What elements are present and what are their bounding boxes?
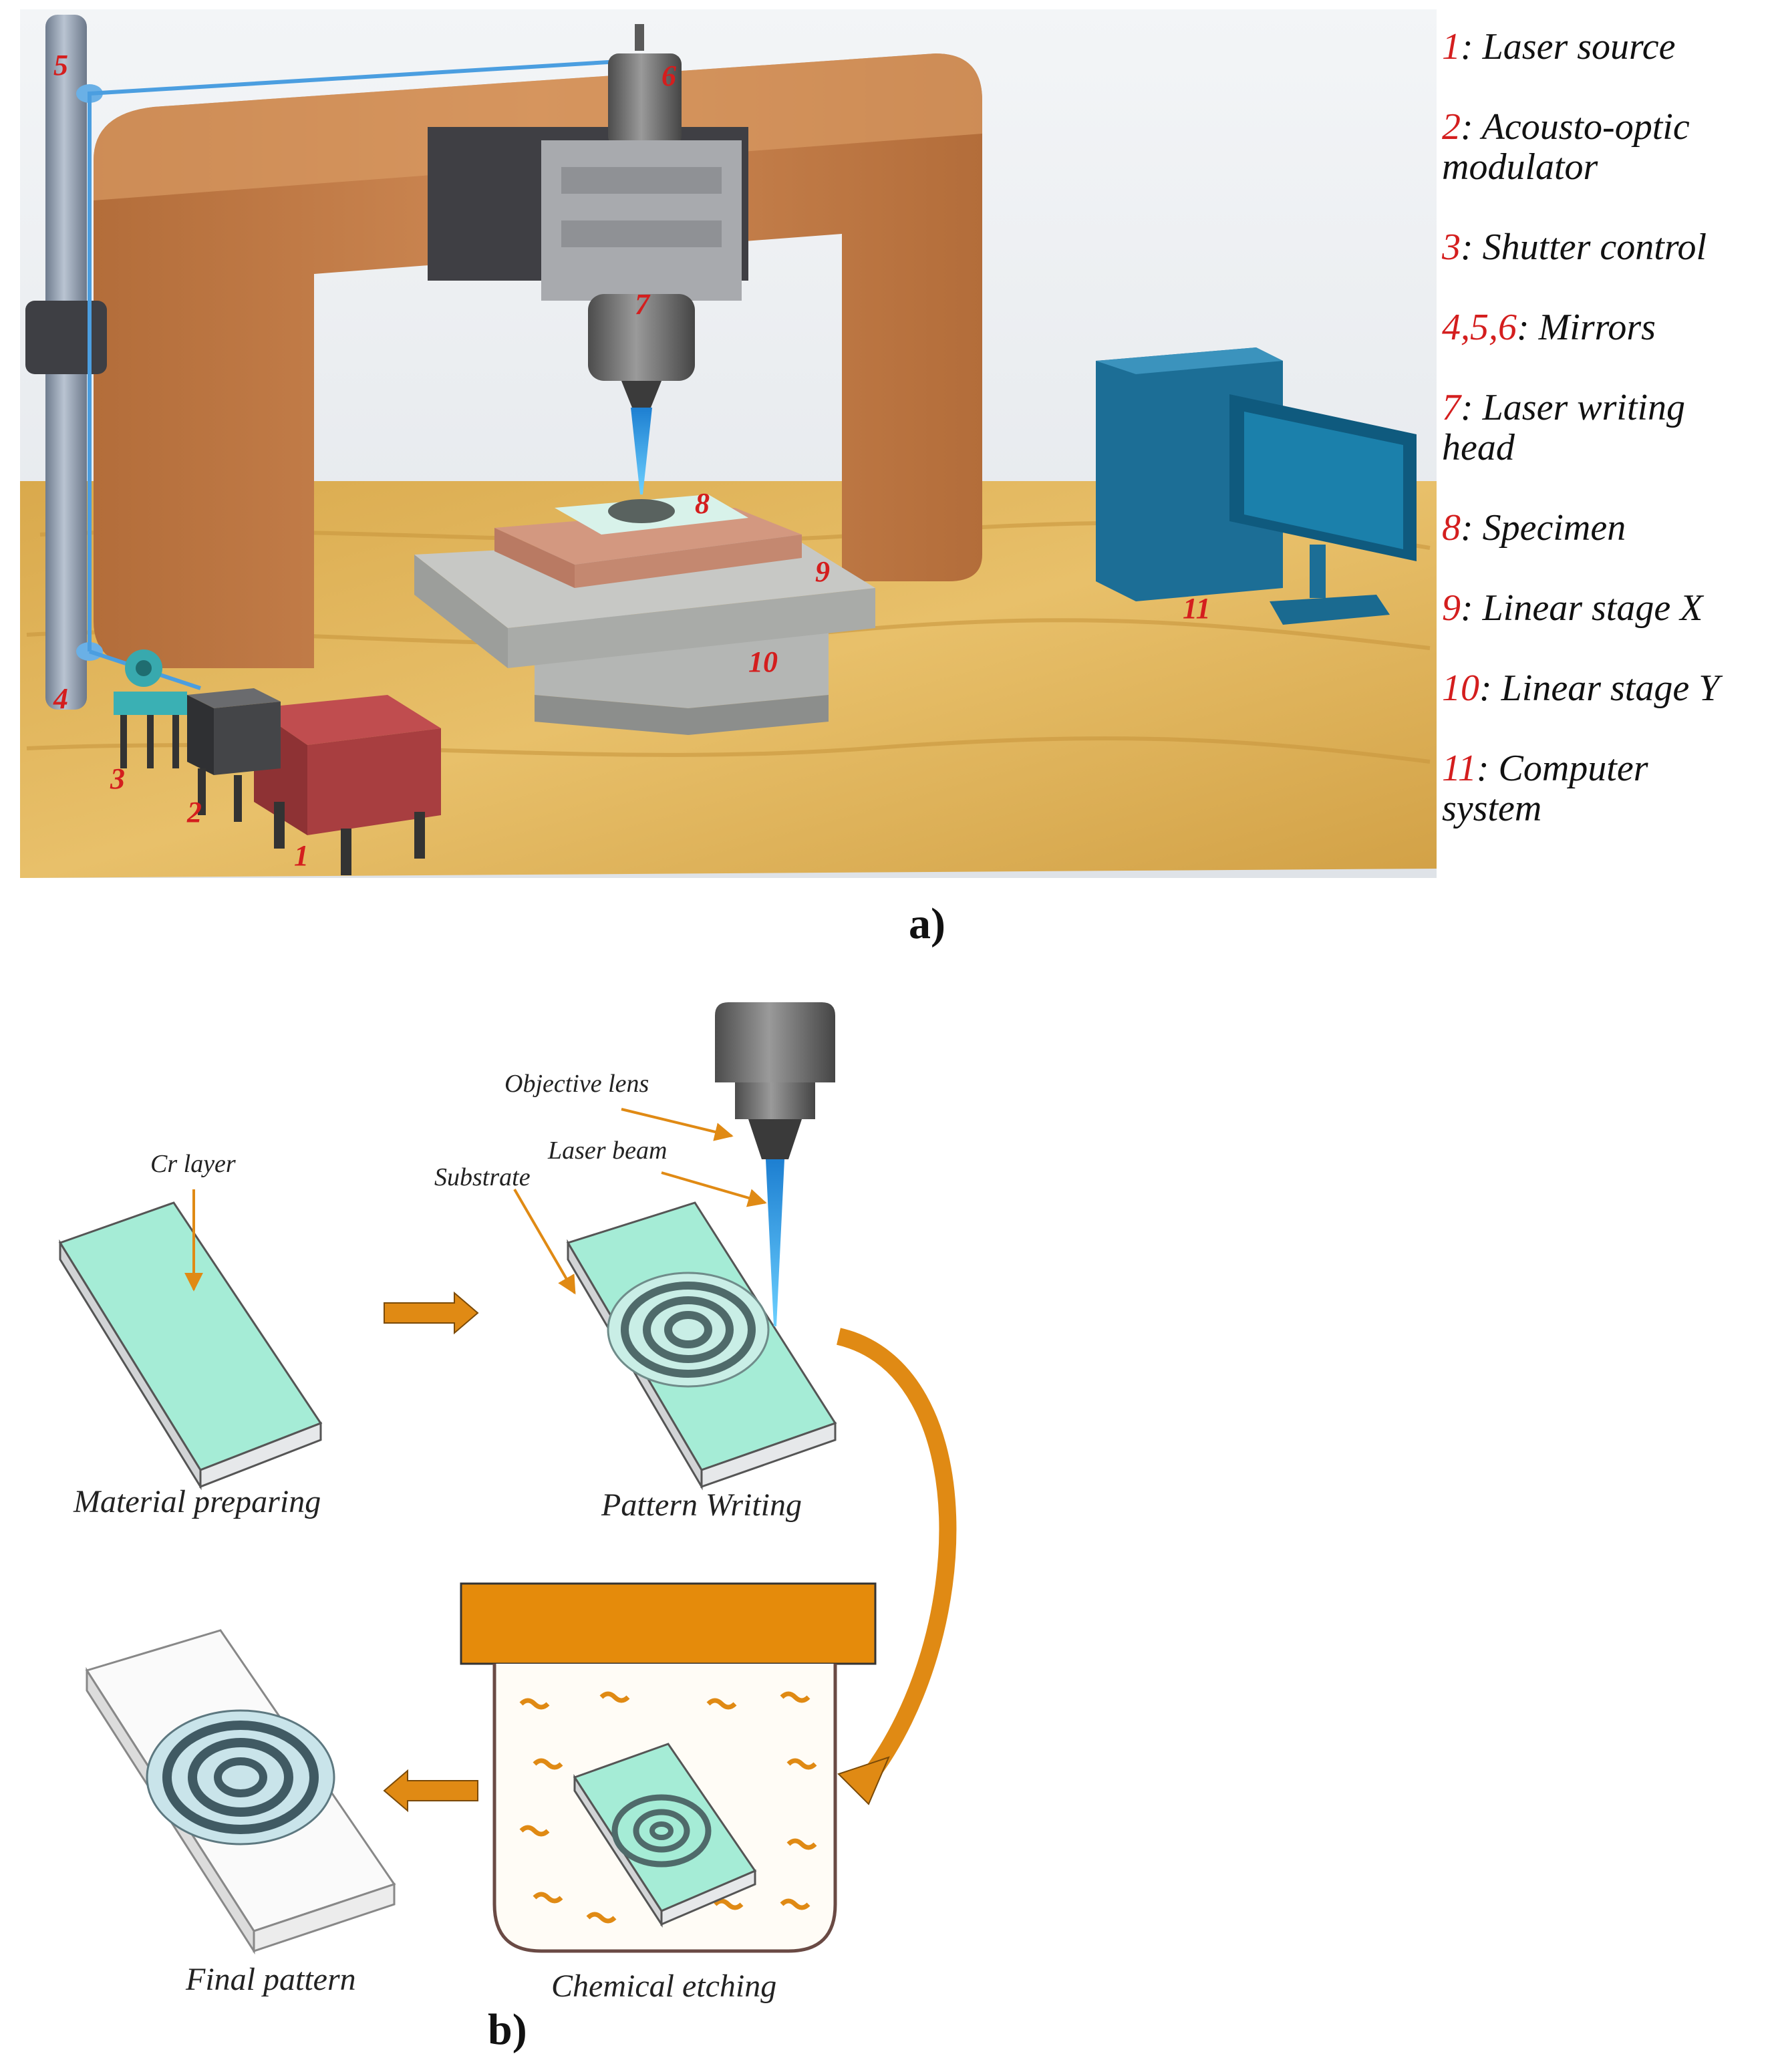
legend-item-7: 9: Linear stage X [1442, 587, 1703, 629]
curved-step-arrow [836, 1328, 957, 1783]
substrate-label: Substrate [434, 1163, 531, 1191]
part-number-6: 6 [661, 59, 676, 92]
etchant-squiggles [519, 1691, 817, 1924]
panel-b-illustration [58, 1002, 957, 1955]
substrate-arrow [513, 1188, 576, 1295]
etching-tank [460, 1582, 877, 1953]
part-number-5: 5 [53, 49, 68, 82]
pattern-writing-caption: Pattern Writing [601, 1487, 802, 1523]
pattern-writing-slab [566, 1201, 837, 1491]
specimen-holder [494, 494, 802, 588]
material-slab [58, 1201, 323, 1491]
laser-cone [631, 408, 652, 494]
cr-layer-label: Cr layer [150, 1150, 236, 1178]
computer-system [1096, 347, 1417, 625]
part-number-11: 11 [1183, 592, 1211, 625]
panel-a-illustration: 1 2 3 4 5 6 7 8 9 10 11 [20, 9, 1437, 878]
legend-item-3: 3: Shutter control [1442, 227, 1707, 268]
panel-a-label: a) [909, 899, 945, 948]
laser-source [254, 695, 441, 875]
acousto-optic-modulator [187, 688, 281, 822]
legend-item-4: 4,5,6: Mirrors [1442, 307, 1656, 348]
material-preparing-caption: Material preparing [73, 1484, 321, 1519]
panel-b-label: b) [488, 2005, 527, 2054]
legend-item-6: 8: Specimen [1442, 507, 1626, 549]
part-number-3: 3 [110, 762, 125, 795]
part-number-10: 10 [748, 645, 778, 678]
objective-lens-label: Objective lens [504, 1070, 649, 1098]
part-number-7: 7 [635, 288, 651, 321]
legend-item-8: 10: Linear stage Y [1442, 668, 1720, 709]
chemical-etching-caption: Chemical etching [551, 1968, 777, 2004]
part-number-4: 4 [53, 682, 68, 715]
part-number-8: 8 [695, 487, 710, 520]
laser-beam-arrow [661, 1171, 767, 1207]
step-arrow-left [383, 1769, 478, 1813]
curved-arrow-head [837, 1756, 890, 1805]
objective-lens [715, 1002, 835, 1159]
laser-beam-cone [766, 1159, 784, 1326]
written-pattern [607, 1272, 770, 1388]
part-number-2: 2 [186, 796, 202, 829]
laser-beam-label: Laser beam [548, 1137, 668, 1165]
part-number-9: 9 [815, 555, 830, 588]
final-pattern-caption: Final pattern [186, 1962, 356, 1997]
final-pattern-slab [85, 1629, 396, 1955]
laser-writing-head [541, 53, 742, 414]
legend-item-1: 1: Laser source [1442, 26, 1676, 67]
part-number-1: 1 [294, 839, 309, 872]
step-arrow-right [384, 1291, 479, 1335]
objective-lens-arrow [621, 1108, 734, 1141]
shutter-control [114, 649, 187, 768]
